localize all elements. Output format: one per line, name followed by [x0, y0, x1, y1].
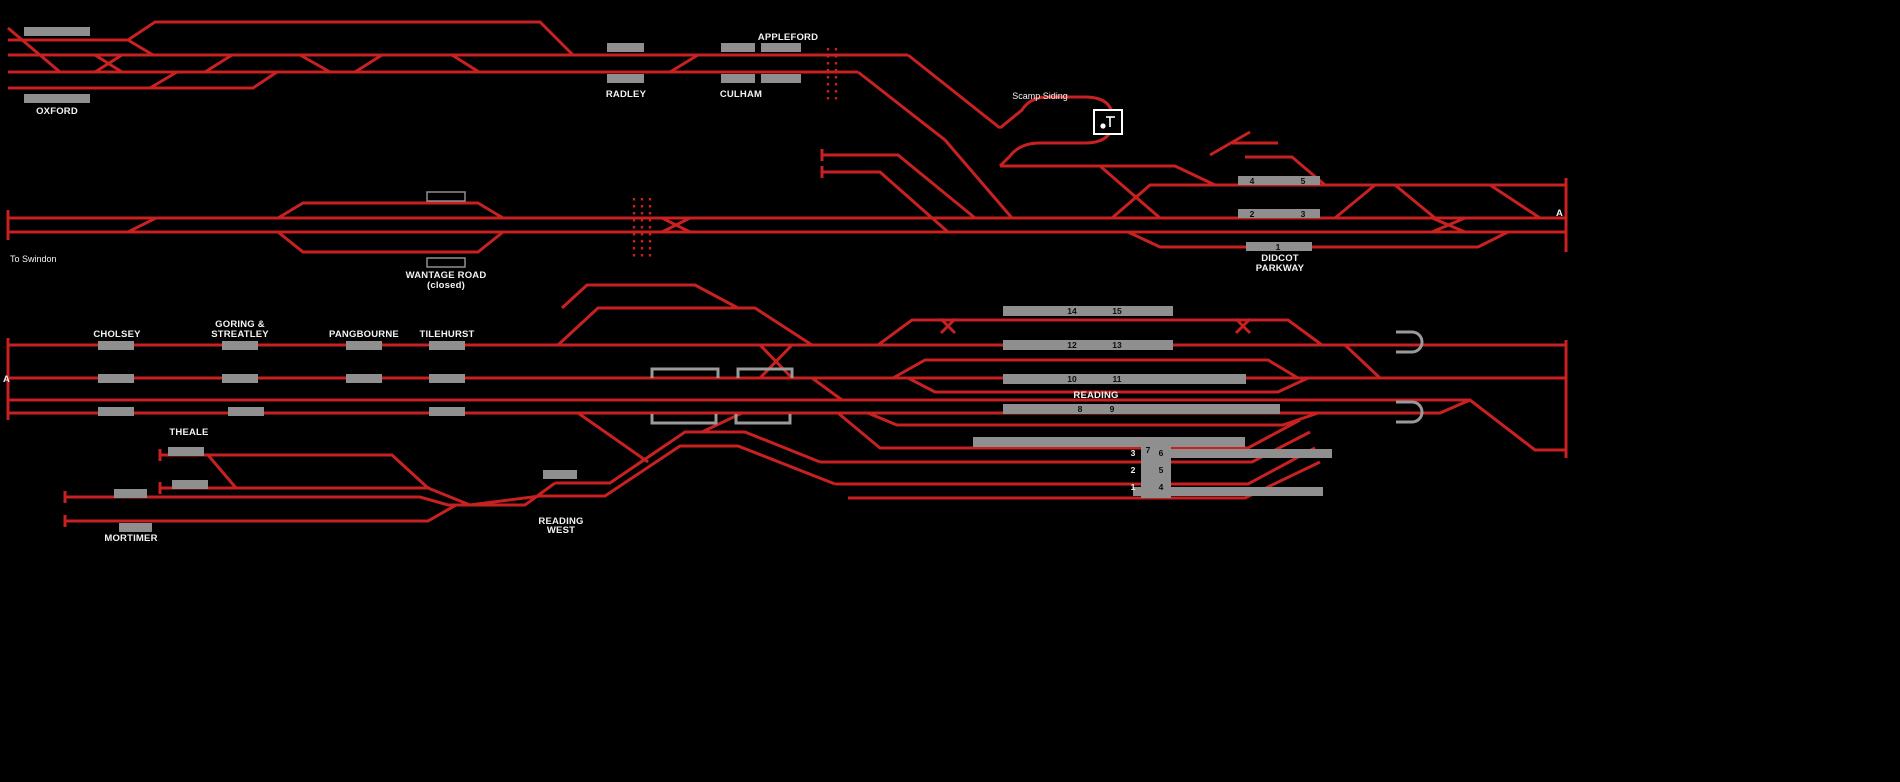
oxford-label: OXFORD: [36, 106, 78, 117]
mortimer-platform-up: [114, 489, 147, 498]
goring-platform-3: [228, 407, 264, 416]
mortimer-label: MORTIMER: [104, 533, 157, 544]
boundary-marks: [632, 48, 838, 258]
reading-platform-number-4: 4: [1159, 482, 1164, 492]
theale-platform-up: [168, 447, 204, 456]
middle-corridor-tracks: [6, 149, 1568, 254]
reading-platform-number-11: 11: [1113, 374, 1122, 384]
platforms: [24, 27, 1332, 532]
didcot-label-line2: PARKWAY: [1256, 263, 1305, 274]
reading-platform-5-6: [1170, 449, 1332, 458]
continuation-marker-a-right: A: [1556, 208, 1563, 219]
appleford-platform-up: [761, 43, 801, 52]
bottom-main-tracks: [6, 338, 1568, 464]
reading-west-label-line2: WEST: [547, 525, 575, 536]
goring-platform-1: [222, 341, 258, 350]
didcot-platform-number-5: 5: [1301, 176, 1306, 186]
reading-platform-8-9: [1003, 404, 1280, 414]
appleford-label: APPLEFORD: [758, 32, 818, 43]
didcot-platform-1: [1246, 242, 1312, 251]
theale-label: THEALE: [169, 427, 208, 438]
reading-platform-number-2: 2: [1131, 465, 1136, 475]
goring-label-line2: STREATLEY: [211, 329, 269, 340]
goring-platform-2: [222, 374, 258, 383]
pangbourne-platform-1: [346, 341, 382, 350]
reading-station-tracks: [556, 283, 1323, 500]
radley-platform-up: [607, 43, 644, 52]
didcot-platform-number-4: 4: [1250, 176, 1255, 186]
reading-platform-number-5: 5: [1159, 465, 1164, 475]
tilehurst-platform-3: [429, 407, 465, 416]
wantage-road-label-line2: (closed): [427, 280, 465, 291]
tilehurst-label: TILEHURST: [419, 329, 474, 340]
radley-label: RADLEY: [606, 89, 647, 100]
reading-platform-number-6: 6: [1159, 448, 1164, 458]
pangbourne-label: PANGBOURNE: [329, 329, 399, 340]
reading-west-platform: [543, 470, 577, 479]
didcot-loop-tracks: [998, 95, 1566, 249]
gray-track-sections: [650, 330, 1424, 425]
oxford-platform-down: [24, 94, 90, 103]
appleford-platform-down: [761, 74, 801, 83]
pangbourne-platform-2: [346, 374, 382, 383]
reading-platform-number-9: 9: [1110, 404, 1115, 414]
reading-platform-numbers: 14 15 12 13 10 11 8 9 7 6 5 4 3 2 1: [1067, 306, 1163, 492]
reading-platform-1-4: [1133, 487, 1323, 496]
tilehurst-platform-2: [429, 374, 465, 383]
goring-label-line1: GORING &: [215, 319, 265, 330]
wantage-road-label-line1: WANTAGE ROAD: [406, 270, 487, 281]
wantage-road-platform-outlines: [426, 191, 466, 268]
didcot-platform-number-1: 1: [1276, 242, 1281, 252]
reading-platform-number-14: 14: [1067, 306, 1077, 316]
reading-label: READING: [1073, 390, 1118, 401]
reading-platform-number-1: 1: [1131, 482, 1136, 492]
culham-platform-up: [721, 43, 755, 52]
tilehurst-platform-1: [429, 341, 465, 350]
culham-label: CULHAM: [720, 89, 762, 100]
reading-platform-7: [973, 437, 1245, 447]
reading-platform-number-10: 10: [1067, 374, 1077, 384]
didcot-platform-2-3: [1238, 209, 1320, 218]
reading-platform-number-7: 7: [1146, 445, 1151, 455]
theale-platform-down: [172, 480, 208, 489]
reading-platform-number-3: 3: [1131, 448, 1136, 458]
scamp-siding-shunt-signal-icon: [1093, 109, 1123, 135]
reading-platform-12-13: [1003, 340, 1173, 350]
wantage-road-platform-down: [426, 257, 466, 268]
didcot-label-line1: DIDCOT: [1261, 253, 1299, 264]
reading-platform-number-15: 15: [1112, 306, 1122, 316]
oxford-platform-up: [24, 27, 90, 36]
cholsey-platform-2: [98, 374, 134, 383]
cholsey-label: CHOLSEY: [93, 329, 141, 340]
didcot-platform-4-5: [1238, 176, 1320, 185]
station-labels: OXFORD RADLEY CULHAM APPLEFORD Scamp Sid…: [3, 32, 1563, 544]
radley-platform-down: [607, 74, 644, 83]
reading-platform-number-8: 8: [1078, 404, 1083, 414]
wantage-road-platform-up: [426, 191, 466, 202]
top-corridor-tracks: [7, 20, 1014, 219]
didcot-platform-numbers: 4 5 2 3 1: [1250, 176, 1306, 252]
cholsey-platform-1: [98, 341, 134, 350]
didcot-platform-number-2: 2: [1250, 209, 1255, 219]
didcot-platform-number-3: 3: [1301, 209, 1306, 219]
mortimer-platform-down: [119, 523, 152, 532]
reading-platform-number-13: 13: [1112, 340, 1122, 350]
reading-platform-14-15: [1003, 306, 1173, 316]
reading-west-label-line1: READING: [538, 516, 583, 527]
reading-platform-number-12: 12: [1067, 340, 1077, 350]
culham-platform-down: [721, 74, 755, 83]
to-swindon-label: To Swindon: [10, 254, 57, 264]
scamp-siding-label: Scamp Siding: [1012, 91, 1068, 101]
continuation-marker-a-left: A: [3, 374, 10, 385]
reading-platform-10-11: [1003, 374, 1246, 384]
cholsey-platform-3: [98, 407, 134, 416]
